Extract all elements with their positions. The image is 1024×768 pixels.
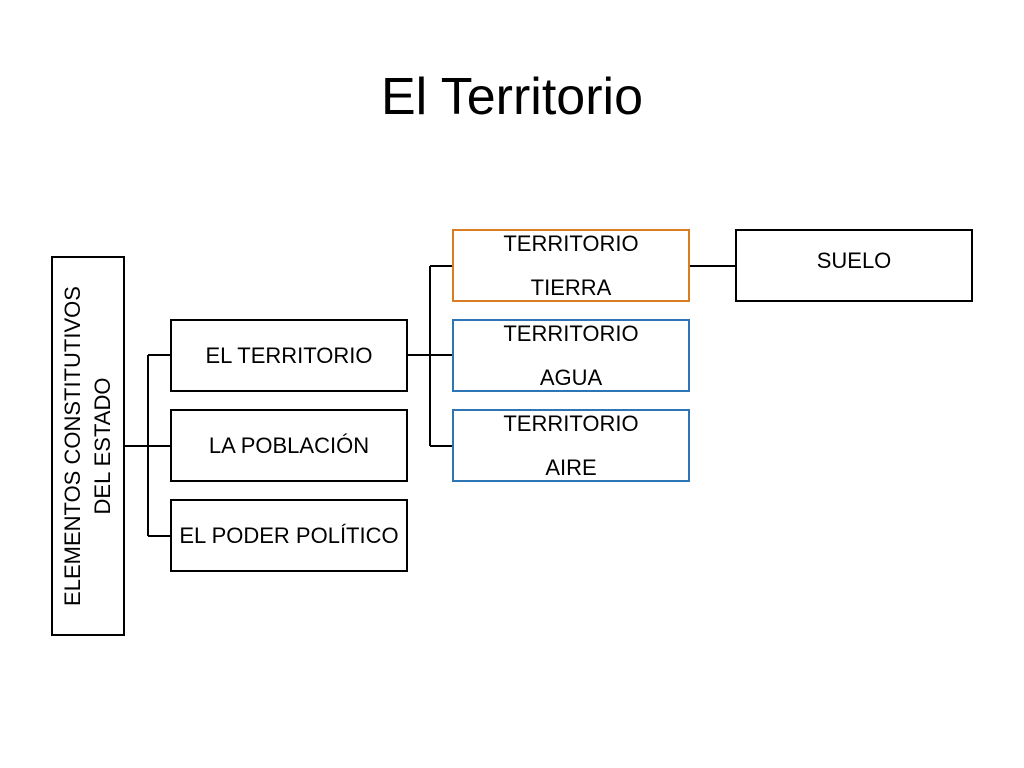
node-territorio-aire-line1: TERRITORIO bbox=[503, 410, 639, 436]
node-el-poder-politico: EL PODER POLÍTICO bbox=[170, 499, 408, 572]
node-el-territorio-label: EL TERRITORIO bbox=[205, 342, 373, 368]
node-el-poder-politico-label: EL PODER POLÍTICO bbox=[179, 522, 399, 548]
node-territorio-tierra: TERRITORIO TIERRA bbox=[452, 229, 690, 302]
node-territorio-agua-line1: TERRITORIO bbox=[503, 320, 639, 346]
node-territorio-aire-line2: AIRE bbox=[545, 454, 597, 480]
root-node-label-line2: DEL ESTADO bbox=[90, 377, 115, 515]
node-territorio-tierra-line1: TERRITORIO bbox=[503, 230, 639, 256]
node-suelo-label: SUELO bbox=[816, 248, 892, 273]
node-territorio-tierra-line2: TIERRA bbox=[530, 274, 612, 300]
node-territorio-agua: TERRITORIO AGUA bbox=[452, 319, 690, 392]
root-node-label: ELEMENTOS CONSTITUTIVOS DEL ESTADO bbox=[58, 266, 118, 626]
slide-title: El Territorio bbox=[380, 68, 643, 126]
node-territorio-agua-line2: AGUA bbox=[539, 364, 603, 390]
node-suelo: SUELO bbox=[735, 229, 973, 302]
node-territorio-aire: TERRITORIO AIRE bbox=[452, 409, 690, 482]
node-el-territorio: EL TERRITORIO bbox=[170, 319, 408, 392]
node-la-poblacion-label: LA POBLACIÓN bbox=[208, 432, 370, 458]
root-node-label-line1: ELEMENTOS CONSTITUTIVOS bbox=[60, 286, 85, 606]
node-la-poblacion: LA POBLACIÓN bbox=[170, 409, 408, 482]
root-node-elementos-constitutivos: ELEMENTOS CONSTITUTIVOS DEL ESTADO bbox=[51, 256, 125, 636]
